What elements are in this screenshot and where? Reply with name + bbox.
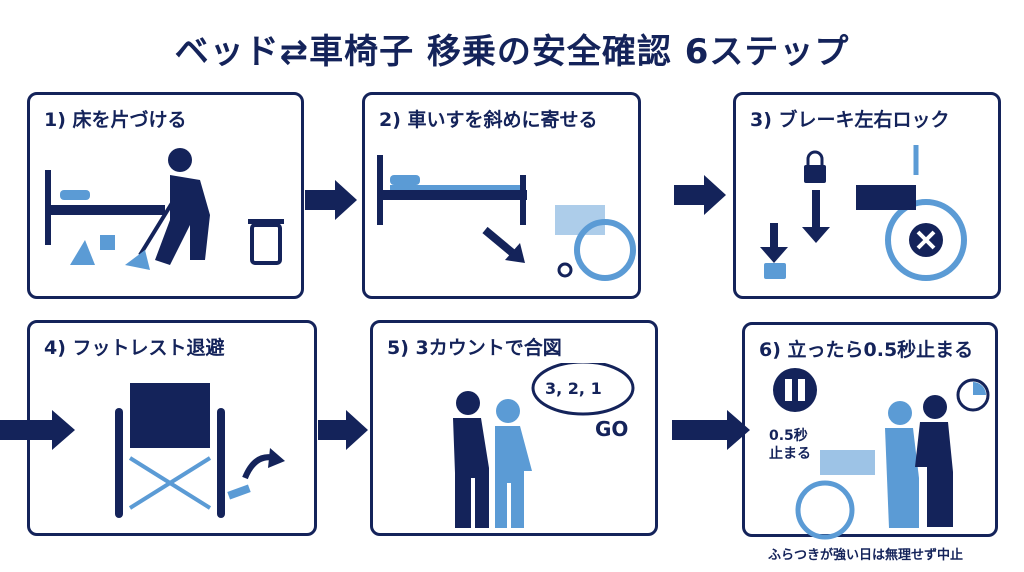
arrow-right-icon [0, 410, 75, 450]
brake-lock-illustration [760, 145, 967, 281]
lock-icon [764, 263, 786, 279]
clear-floor-illustration [45, 148, 284, 270]
step-3-panel: 3) ブレーキ左右ロック [733, 92, 1001, 299]
wheelchair-icon [555, 205, 636, 281]
step-3-title: 3) ブレーキ左右ロック [750, 109, 950, 131]
arrow-right-icon [318, 410, 368, 450]
lock-icon [804, 150, 826, 183]
go-text: GO [595, 417, 629, 441]
countdown-illustration [453, 363, 635, 528]
speech-countdown: 3, 2, 1 [545, 379, 602, 398]
step-2-panel: 2) 車いすを斜めに寄せる [362, 92, 641, 299]
footrest-illustration [115, 383, 285, 518]
caption-warning: ふらつきが強い日は無理せず中止 [768, 548, 964, 563]
arrow-right-icon [305, 180, 357, 220]
pause-icon [773, 368, 817, 412]
arrow-right-icon [672, 410, 750, 450]
speech-bubble [531, 363, 635, 416]
step-6-title: 6) 立ったら0.5秒止まる [759, 339, 974, 361]
step-1-title: 1) 床を片づける [44, 109, 187, 131]
step-5-panel: 5) 3カウントで合図 3, 2, 1 GO [370, 320, 658, 536]
note-line-1: 0.5秒 [769, 428, 808, 444]
angle-wheelchair-illustration [377, 155, 636, 281]
pause-illustration [773, 368, 990, 540]
stopwatch-icon [956, 378, 990, 412]
step-4-title: 4) フットレスト退避 [44, 337, 225, 359]
step-1-panel: 1) 床を片づける [27, 92, 304, 299]
step-5-title: 5) 3カウントで合図 [387, 337, 562, 359]
page-title: ベッド⇄車椅子 移乗の安全確認 6ステップ [174, 32, 850, 72]
arrow-right-icon [674, 175, 726, 215]
step-6-panel: 6) 立ったら0.5秒止まる 0.5秒 止まる [742, 322, 998, 540]
note-line-2: 止まる [769, 446, 811, 462]
trash-can-icon [248, 219, 284, 265]
step-2-title: 2) 車いすを斜めに寄せる [379, 109, 598, 131]
